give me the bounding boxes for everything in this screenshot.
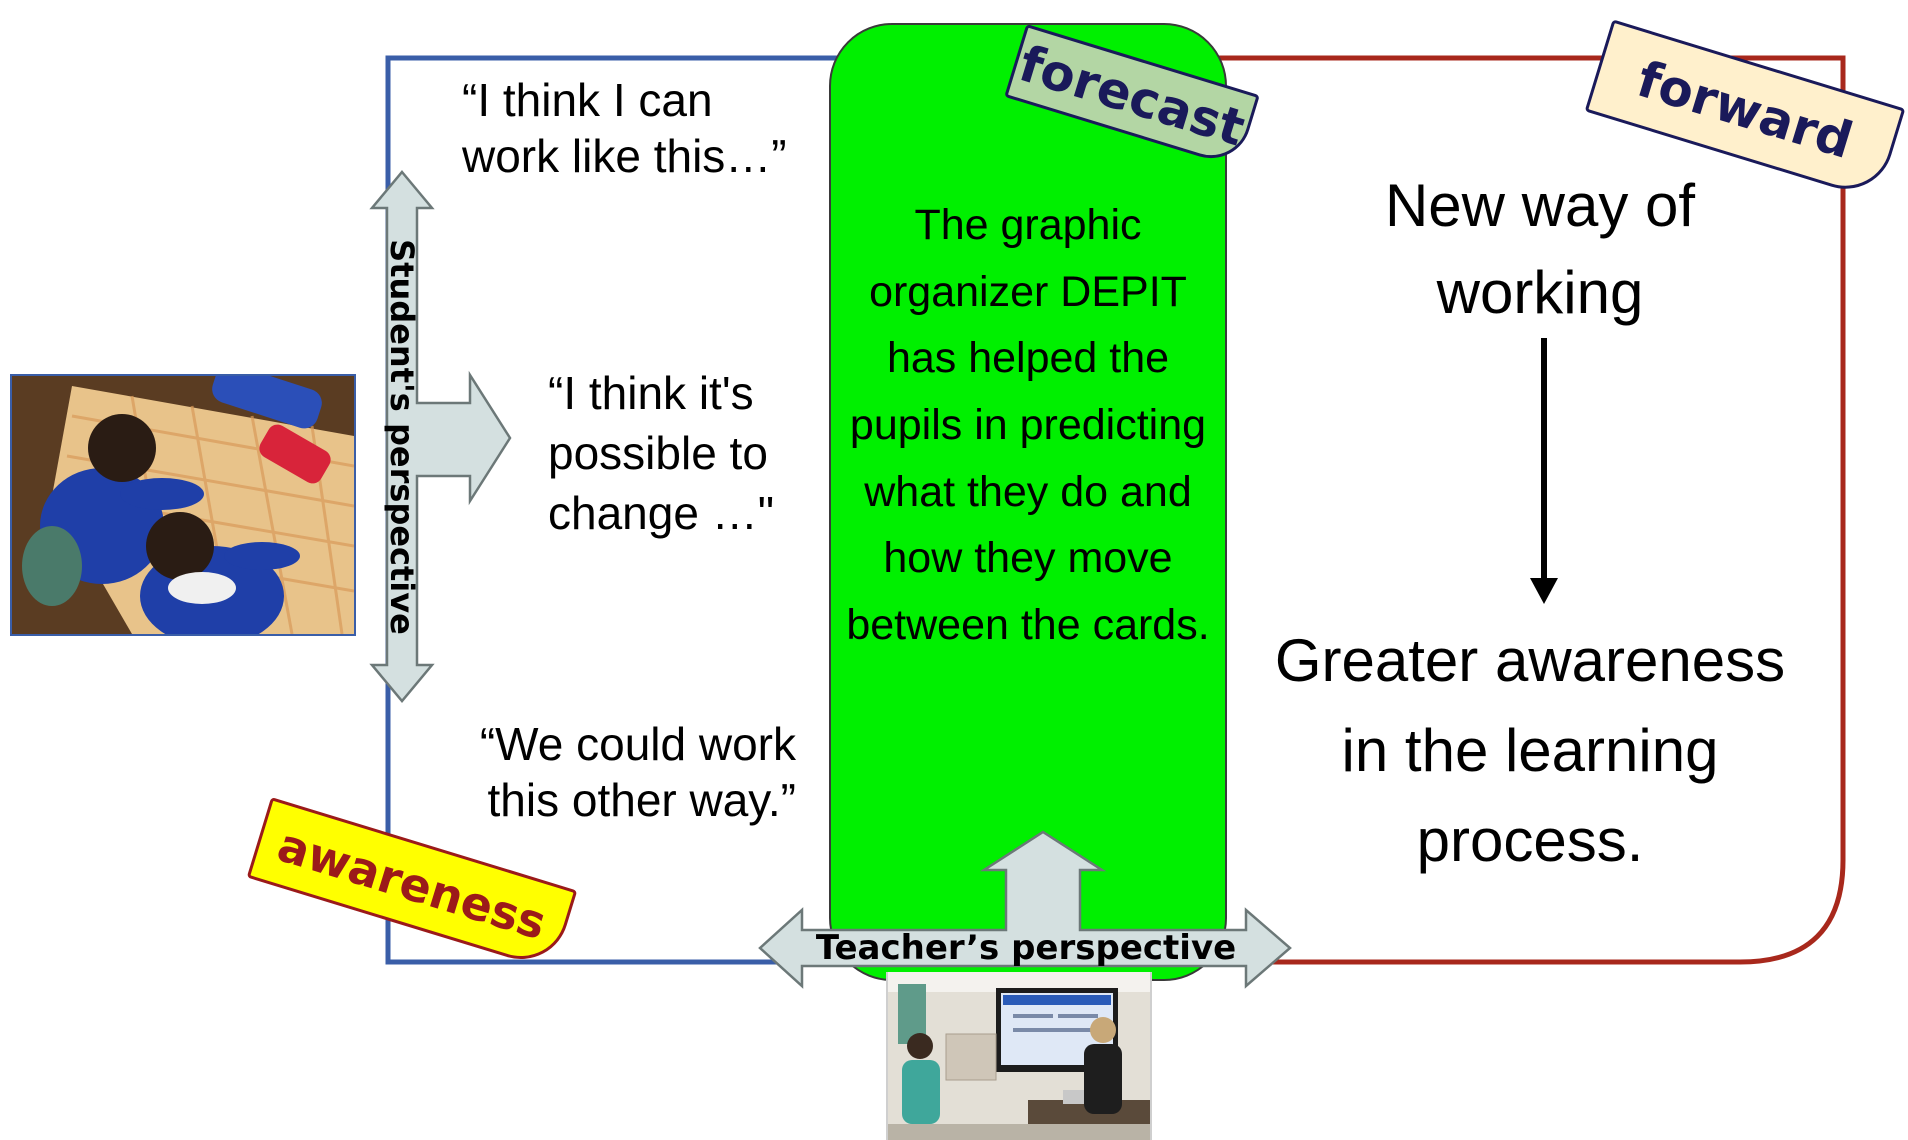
student-perspective-arrow: [369, 170, 512, 703]
student-quote-2: “I think it's possible to change …": [548, 367, 775, 539]
new-way-of-working: New way of working: [1384, 172, 1696, 326]
process-arrow-head: [1530, 578, 1558, 604]
greater-awareness: Greater awareness in the learning proces…: [1274, 627, 1786, 874]
depit-description: The graphic organizer DEPIT has helped t…: [846, 201, 1210, 649]
students-photo: [10, 374, 356, 636]
forward-frame: [1215, 55, 1846, 965]
student-quote-1: “I think I can work like this…”: [462, 74, 787, 183]
student-quote-3: “We could work this other way.”: [479, 718, 796, 827]
teachers-photo: [886, 972, 1152, 1140]
teacher-perspective-label: Teacher’s perspective: [815, 928, 1237, 968]
student-perspective-label: Student's perspective: [383, 239, 421, 635]
teacher-perspective-arrow: [758, 830, 1292, 989]
